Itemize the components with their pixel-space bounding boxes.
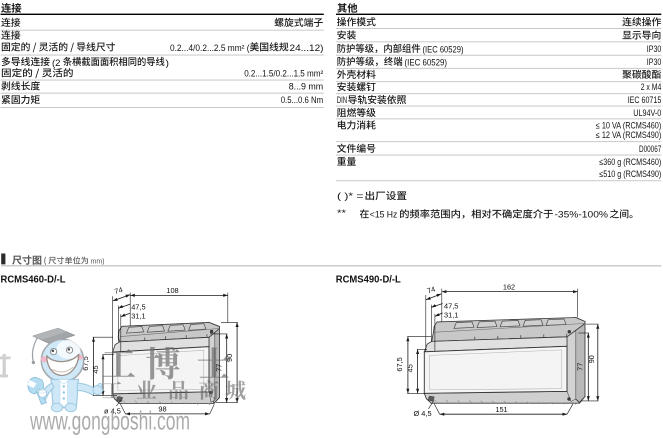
svg-text:(IEC 60529): (IEC 60529)	[405, 58, 448, 68]
svg-text:45: 45	[405, 364, 414, 372]
svg-text:-35%-100%: -35%-100%	[555, 209, 609, 219]
svg-text:≤510 g (RCMS490): ≤510 g (RCMS490)	[599, 169, 661, 179]
svg-text:31,1: 31,1	[444, 311, 458, 320]
svg-text:90: 90	[225, 354, 234, 362]
svg-text:(IEC 60529): (IEC 60529)	[423, 45, 464, 55]
svg-text:74: 74	[426, 285, 436, 296]
svg-text:D00067: D00067	[639, 144, 661, 154]
svg-text:0.2...1.5/0.2...1.5 mm²: 0.2...1.5/0.2...1.5 mm²	[244, 68, 323, 78]
svg-text:ø 4,5: ø 4,5	[104, 407, 121, 416]
svg-text:Ø 4,5: Ø 4,5	[414, 409, 432, 418]
svg-text:mm): mm)	[91, 256, 105, 265]
svg-text:77: 77	[215, 364, 224, 372]
svg-text:74: 74	[113, 285, 123, 296]
svg-text:≤360 g (RCMS460): ≤360 g (RCMS460)	[599, 157, 661, 167]
svg-text:45: 45	[91, 365, 100, 373]
svg-text:67,5: 67,5	[395, 357, 404, 371]
svg-text:DIN: DIN	[337, 95, 348, 105]
svg-text:77: 77	[576, 363, 585, 371]
svg-text:67,5: 67,5	[81, 356, 90, 370]
svg-text:90: 90	[587, 355, 596, 363]
svg-text:(2: (2	[52, 58, 61, 68]
svg-text:98: 98	[158, 404, 166, 413]
svg-text:47,5: 47,5	[131, 302, 145, 311]
svg-text:151: 151	[495, 405, 507, 414]
svg-text:108: 108	[166, 286, 178, 295]
svg-text:2 x M4: 2 x M4	[641, 82, 662, 92]
svg-text:0.2...4/0.2...2.5 mm² (: 0.2...4/0.2...2.5 mm² (	[170, 43, 250, 53]
svg-text:IP30: IP30	[647, 44, 662, 54]
svg-text:): )	[166, 58, 170, 68]
svg-text:IP30: IP30	[647, 57, 662, 67]
svg-text:24...12): 24...12)	[290, 43, 324, 53]
svg-text:<15 Hz: <15 Hz	[370, 209, 398, 219]
svg-text:47,5: 47,5	[444, 302, 458, 311]
svg-text:UL94V-0: UL94V-0	[633, 108, 661, 118]
svg-text:IEC 60715: IEC 60715	[628, 95, 662, 105]
svg-text:8...9 mm: 8...9 mm	[289, 81, 324, 91]
svg-text:≤ 12 VA (RCMS490): ≤ 12 VA (RCMS490)	[596, 130, 662, 140]
svg-text:162: 162	[503, 282, 515, 291]
svg-text:≤ 10 VA (RCMS460): ≤ 10 VA (RCMS460)	[596, 120, 662, 130]
svg-text:**: **	[337, 208, 347, 218]
svg-text:RCMS490-D/-L: RCMS490-D/-L	[336, 273, 402, 285]
svg-text:31,1: 31,1	[131, 311, 145, 320]
svg-text:RCMS460-D/-L: RCMS460-D/-L	[1, 273, 67, 285]
svg-text:0.5...0.6 Nm: 0.5...0.6 Nm	[281, 95, 324, 105]
svg-text:( )* =: ( )* =	[337, 191, 364, 201]
